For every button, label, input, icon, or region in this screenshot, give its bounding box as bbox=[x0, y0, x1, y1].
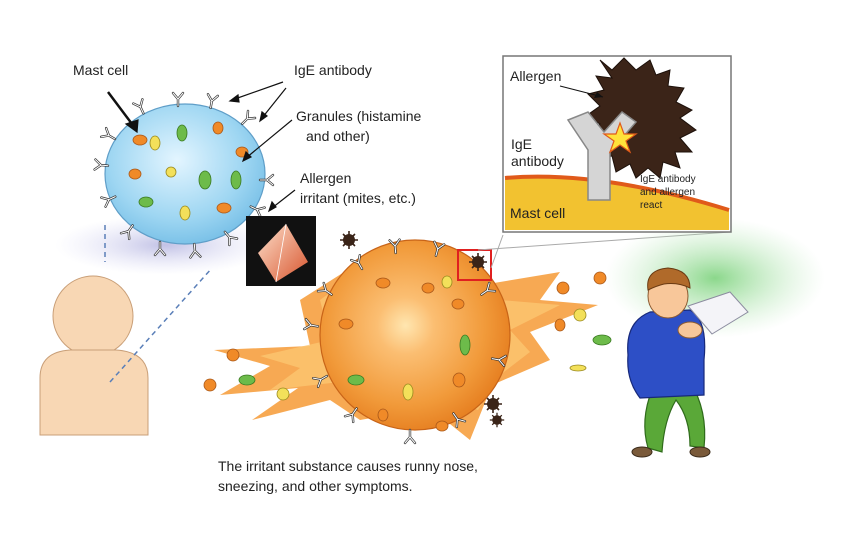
allergen-label-line2: irritant (mites, etc.) bbox=[300, 190, 416, 206]
reaction-star-icon bbox=[602, 121, 638, 154]
inset-mast-cell-label: Mast cell bbox=[510, 205, 566, 221]
mast-cell-label: Mast cell bbox=[73, 62, 129, 78]
inset-panel bbox=[502, 55, 732, 233]
granules-label-line2: and other) bbox=[306, 128, 370, 144]
granules-label-line1: Granules (histamine bbox=[296, 108, 422, 124]
caption-line1: The irritant substance causes runny nose… bbox=[218, 458, 478, 474]
reaction-highlight-box bbox=[457, 249, 492, 281]
inset-react-label-line1: IgE antibody bbox=[640, 174, 696, 185]
mast-cell-blue bbox=[93, 91, 275, 259]
released-granules bbox=[203, 271, 612, 401]
label-arrows bbox=[107, 81, 296, 213]
allergen-entry-box bbox=[246, 216, 316, 286]
inset-react-label-line2: and allergen bbox=[640, 187, 696, 198]
allergen-label-line1: Allergen bbox=[300, 170, 352, 186]
inset-react-label-line3: react bbox=[640, 200, 663, 211]
inset-ige-label-line2: antibody bbox=[511, 153, 564, 169]
inset-ige-label-line1: IgE bbox=[511, 136, 533, 152]
sneezing-boy-icon bbox=[627, 267, 749, 458]
caption-line2: sneezing, and other symptoms. bbox=[218, 478, 413, 494]
person-silhouette-icon bbox=[39, 275, 149, 436]
inset-allergen-label: Allergen bbox=[510, 68, 562, 84]
mast-cell-activated bbox=[303, 230, 511, 445]
ige-antibody-label: IgE antibody bbox=[294, 62, 372, 78]
